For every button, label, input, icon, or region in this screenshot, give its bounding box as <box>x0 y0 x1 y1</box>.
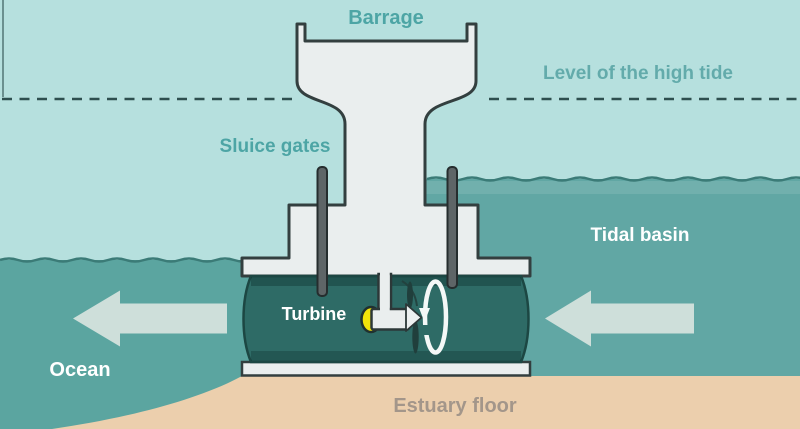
barrage-foundation <box>240 360 532 377</box>
ocean-water-surface-line <box>0 257 253 263</box>
turbine-nacelle <box>370 307 411 331</box>
turbine-flow-arrowhead <box>405 303 423 332</box>
rotation-arrow-gap <box>421 325 429 335</box>
turbine-blade-upper <box>407 281 413 309</box>
basin-flow-arrow <box>545 290 694 347</box>
sluice-gate-rod-right <box>446 166 458 289</box>
basin-surface-highlight <box>426 181 800 194</box>
channel-bottom-shadow <box>251 351 521 361</box>
estuary-floor <box>52 376 800 429</box>
turbine-strut-joint <box>380 272 390 314</box>
sluice-gate-rod-left <box>316 166 328 297</box>
ocean-flow-arrow <box>73 290 227 347</box>
turbine-rotation-arrowhead <box>419 308 430 322</box>
turbine-blade-lower <box>412 320 419 354</box>
basin-water-surface-line <box>426 176 800 182</box>
